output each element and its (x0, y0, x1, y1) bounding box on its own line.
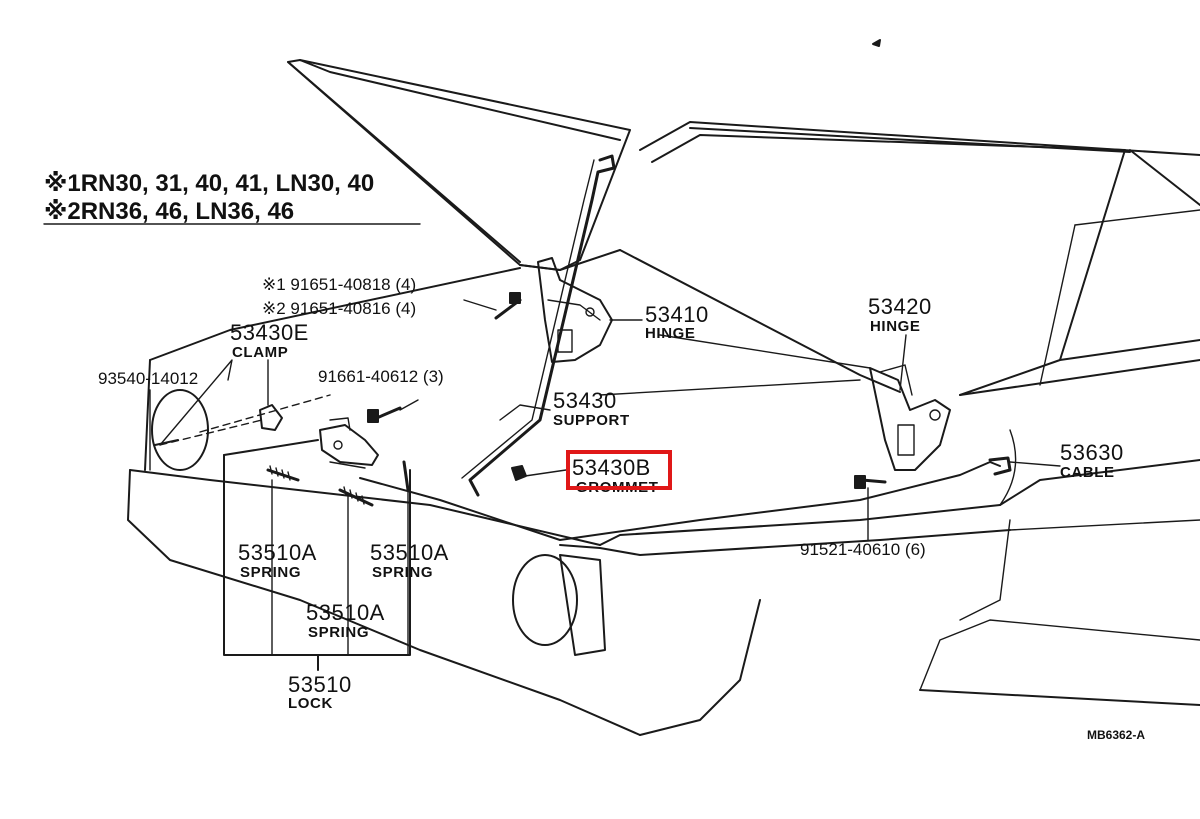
clamp-number: 53430E (230, 320, 309, 345)
note-2-mark: ※2 (44, 198, 81, 225)
cable-number: 53630 (1060, 440, 1124, 465)
note-1-models: RN30, 31, 40, 41, LN30, 40 (80, 170, 375, 197)
front-body (127, 429, 1200, 736)
spring-bottom-number: 53510A (306, 600, 385, 625)
figure-reference: MB6362-A (1087, 728, 1146, 742)
hood-lock (319, 417, 379, 469)
right-hinge (869, 364, 951, 471)
lock-number: 53510 (288, 672, 352, 697)
cowl (144, 249, 901, 471)
cable-name: CABLE (1060, 464, 1115, 481)
cable-bolt-label: 91521-40610 (6) (800, 540, 926, 559)
support-name: SUPPORT (553, 412, 630, 429)
grommet-number: 53430B (572, 455, 651, 480)
clamp (259, 404, 283, 431)
bolt-note2-label: ※2 91651-40816 (4) (262, 299, 417, 318)
hood-support-rod (461, 154, 616, 497)
headlights (149, 389, 606, 656)
release-cable (359, 456, 1012, 541)
clamp-name: CLAMP (232, 344, 289, 361)
stray-mark (872, 39, 881, 47)
springs (266, 460, 410, 507)
hinge-left-number: 53410 (645, 302, 709, 327)
note-2-models: RN36, 46, LN36, 46 (80, 198, 295, 225)
legend-note-1: ※1RN30, 31, 40, 41, LN30, 40 (44, 172, 374, 196)
spring-bottom-name: SPRING (308, 624, 370, 641)
fasteners (154, 292, 887, 489)
hinge-left-name: HINGE (645, 325, 696, 342)
bolt-note1-label: ※1 91651-40818 (4) (262, 275, 417, 294)
spring-left-name: SPRING (240, 564, 302, 581)
screw-label: 93540-14012 (98, 369, 199, 388)
legend-note-2: ※2RN36, 46, LN36, 46 (44, 200, 294, 224)
hinge-right-name: HINGE (870, 318, 921, 335)
spring-mid-name: SPRING (372, 564, 434, 581)
windshield-cab (639, 121, 1200, 396)
spring-left-number: 53510A (238, 540, 317, 565)
leader-lines (159, 299, 1061, 541)
highlight-box (566, 450, 672, 490)
spring-mid-number: 53510A (370, 540, 449, 565)
note-1-mark: ※1 (44, 170, 81, 197)
lock-bracket (223, 439, 411, 671)
lock-bolt-label: 91661-40612 (3) (318, 367, 444, 386)
hinge-right-number: 53420 (868, 294, 932, 319)
hood-panel (287, 59, 631, 271)
left-hinge (537, 257, 613, 363)
guide-lines (159, 394, 331, 446)
support-number: 53430 (553, 388, 617, 413)
lock-name: LOCK (288, 695, 333, 712)
